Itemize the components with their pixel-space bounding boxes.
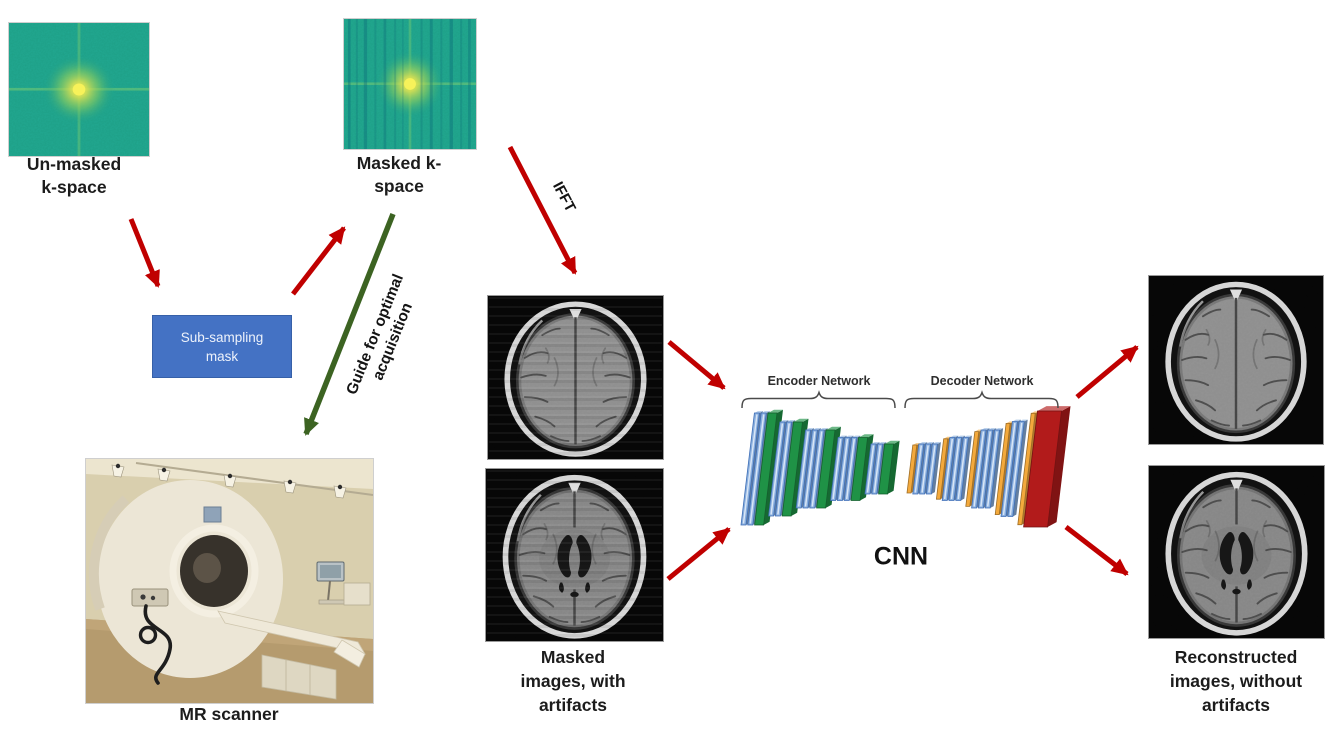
guide-arrow-label: Guide for optimal acquisition <box>343 271 417 398</box>
reconstructed-images-label: Reconstructed images, without artifacts <box>1169 647 1303 715</box>
unmasked-kspace-label: Un-masked k-space <box>26 154 122 197</box>
arrow-unmasked-to-mask <box>128 218 161 288</box>
brain-reconstructed-bottom-image <box>1148 465 1325 639</box>
arrow-mask-to-masked-kspace <box>291 226 346 296</box>
encoder-network-label: Encoder Network <box>767 374 871 388</box>
arrow-cnn-to-recon1 <box>1075 345 1139 399</box>
mr-scanner-label: MR scanner <box>179 704 279 724</box>
brain-masked-bottom-image <box>485 468 664 642</box>
subsampling-mask-box: Sub-sampling mask <box>152 315 292 378</box>
brain-reconstructed-top-image <box>1148 275 1324 445</box>
masked-images-label: Masked images, with artifacts <box>520 647 626 715</box>
unmasked-kspace-image <box>8 22 150 157</box>
cnn-diagram <box>740 406 1071 528</box>
masked-kspace-label: Masked k- space <box>356 153 442 196</box>
arrow-brain2-to-cnn <box>666 527 731 581</box>
mr-scanner-photo <box>85 458 374 704</box>
masked-kspace-image <box>343 18 477 150</box>
cnn-label: CNN <box>873 542 929 571</box>
brain-masked-top-image <box>487 295 664 460</box>
arrow-brain1-to-cnn <box>667 340 726 390</box>
decoder-network-label: Decoder Network <box>930 374 1034 388</box>
ifft-arrow-label: IFFT <box>549 179 579 215</box>
